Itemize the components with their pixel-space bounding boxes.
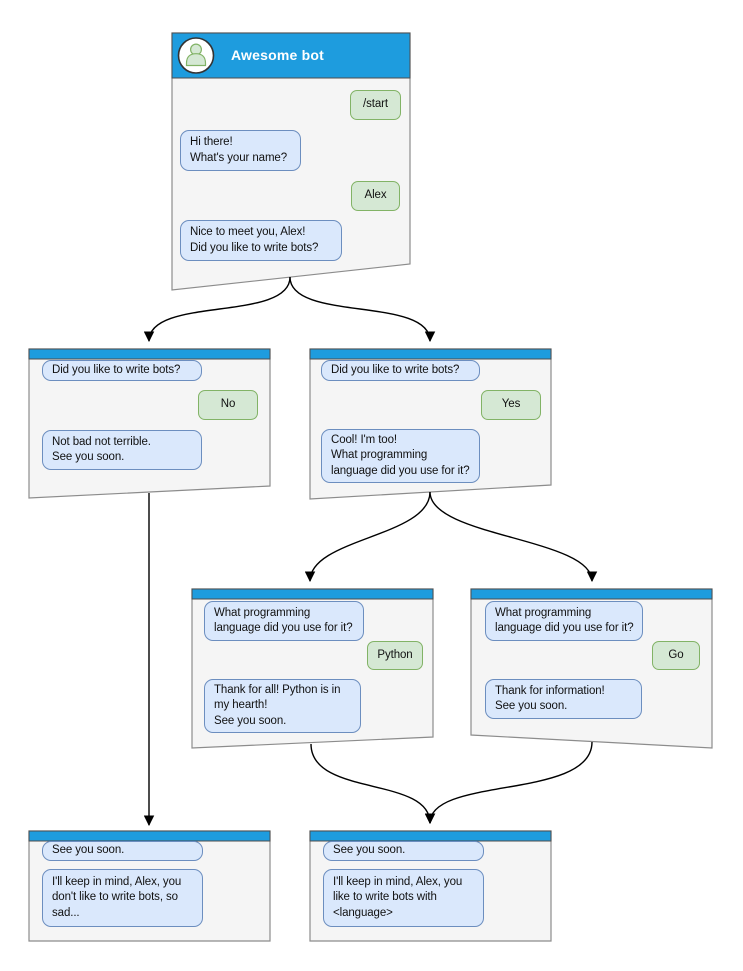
user-message-bubble: Alex	[351, 181, 400, 211]
person-avatar-icon	[177, 37, 215, 74]
python-title-bar	[191, 588, 434, 600]
user-message-bubble: Yes	[481, 390, 541, 420]
no-title-bar	[28, 348, 271, 360]
edge-root-to-no	[143, 276, 291, 343]
bot-message-bubble: See you soon.	[42, 841, 203, 861]
bot-message-bubble: What programming language did you use fo…	[485, 601, 643, 641]
bot-message-bubble: Did you like to write bots?	[321, 360, 480, 381]
edge-python-to-end-yes	[310, 743, 436, 825]
bot-message-bubble: I'll keep in mind, Alex, you don't like …	[42, 869, 203, 927]
edge-root-to-yes	[289, 276, 436, 343]
edge-go-to-end-yes	[424, 741, 593, 825]
bot-message-bubble: Did you like to write bots?	[42, 360, 202, 381]
bot-message-bubble: Cool! I'm too! What programming language…	[321, 429, 480, 483]
bot-message-bubble: Thank for information! See you soon.	[485, 679, 642, 719]
yes-title-bar	[309, 348, 552, 360]
user-message-bubble: No	[198, 390, 258, 420]
bot-message-bubble: What programming language did you use fo…	[204, 601, 364, 641]
user-message-bubble: /start	[350, 90, 401, 120]
go-title-bar	[470, 588, 713, 600]
user-message-bubble: Go	[652, 641, 700, 670]
bot-message-bubble: Nice to meet you, Alex! Did you like to …	[180, 220, 342, 261]
bot-message-bubble: Hi there! What's your name?	[180, 130, 301, 171]
end-no-title-bar	[28, 830, 271, 842]
bot-message-bubble: Not bad not terrible. See you soon.	[42, 430, 202, 470]
bot-message-bubble: See you soon.	[323, 841, 484, 861]
user-message-bubble: Python	[367, 641, 423, 670]
root-title-bar	[171, 32, 411, 79]
root-window-title: Awesome bot	[231, 47, 324, 63]
edge-yes-to-go	[429, 491, 598, 583]
edge-yes-to-python	[304, 491, 431, 583]
bot-message-bubble: Thank for all! Python is in my hearth! S…	[204, 679, 361, 733]
bot-message-bubble: I'll keep in mind, Alex, you like to wri…	[323, 869, 484, 927]
end-yes-title-bar	[309, 830, 552, 842]
